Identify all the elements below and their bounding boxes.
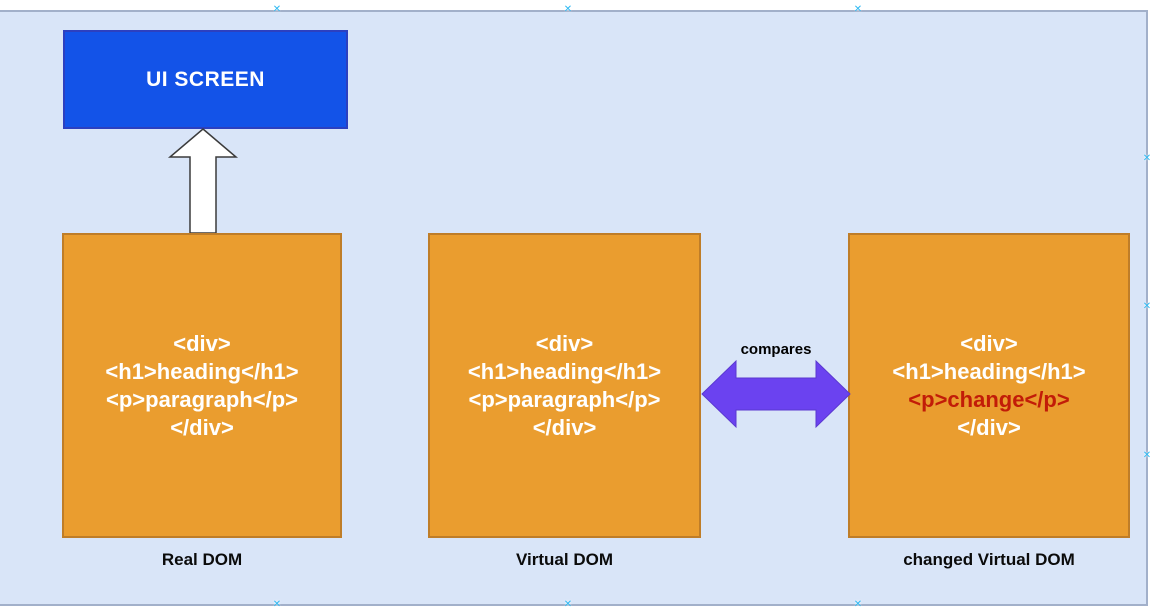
code-line: <div>	[173, 330, 231, 356]
connection-point-x-icon[interactable]: ✕	[1142, 301, 1152, 312]
real-dom-box[interactable]: <div> <h1>heading</h1> <p>paragraph</p> …	[62, 233, 342, 538]
code-line: <p>paragraph</p>	[468, 386, 661, 412]
ui-screen-box[interactable]: UI SCREEN	[63, 30, 348, 129]
virtual-dom-box[interactable]: <div> <h1>heading</h1> <p>paragraph</p> …	[428, 233, 701, 538]
double-arrow-icon	[701, 359, 851, 429]
connection-point-x-icon[interactable]: ✕	[1142, 153, 1152, 164]
connection-point-x-icon[interactable]: ✕	[853, 599, 863, 610]
up-arrow-icon	[167, 128, 239, 234]
code-line: </div>	[170, 414, 234, 440]
connection-point-x-icon[interactable]: ✕	[563, 599, 573, 610]
compares-label: compares	[740, 341, 812, 358]
connection-point-x-icon[interactable]: ✕	[272, 4, 282, 15]
connection-point-x-icon[interactable]: ✕	[853, 4, 863, 15]
virtual-dom-caption: Virtual DOM	[516, 550, 613, 569]
ui-screen-label: UI SCREEN	[146, 67, 265, 91]
code-line: </div>	[532, 414, 597, 440]
code-line: <div>	[535, 330, 594, 356]
changed-virtual-dom-caption: changed Virtual DOM	[903, 550, 1075, 569]
code-line: <h1>heading</h1>	[467, 358, 662, 384]
connection-point-x-icon[interactable]: ✕	[563, 4, 573, 15]
real-dom-caption: Real DOM	[161, 550, 243, 569]
connection-point-x-icon[interactable]: ✕	[272, 599, 282, 610]
code-line: <div>	[960, 330, 1018, 356]
code-line: <h1>heading</h1>	[892, 358, 1086, 384]
changed-virtual-dom-box[interactable]: <div> <h1>heading</h1> <p>change</p> </d…	[848, 233, 1130, 538]
code-line: </div>	[957, 414, 1021, 440]
compare-arrow[interactable]	[700, 358, 852, 430]
code-line-changed: <p>change</p>	[908, 386, 1070, 412]
code-line: <h1>heading</h1>	[105, 358, 299, 384]
connection-point-x-icon[interactable]: ✕	[1142, 450, 1152, 461]
render-up-arrow[interactable]	[160, 127, 250, 237]
code-line: <p>paragraph</p>	[106, 386, 298, 412]
